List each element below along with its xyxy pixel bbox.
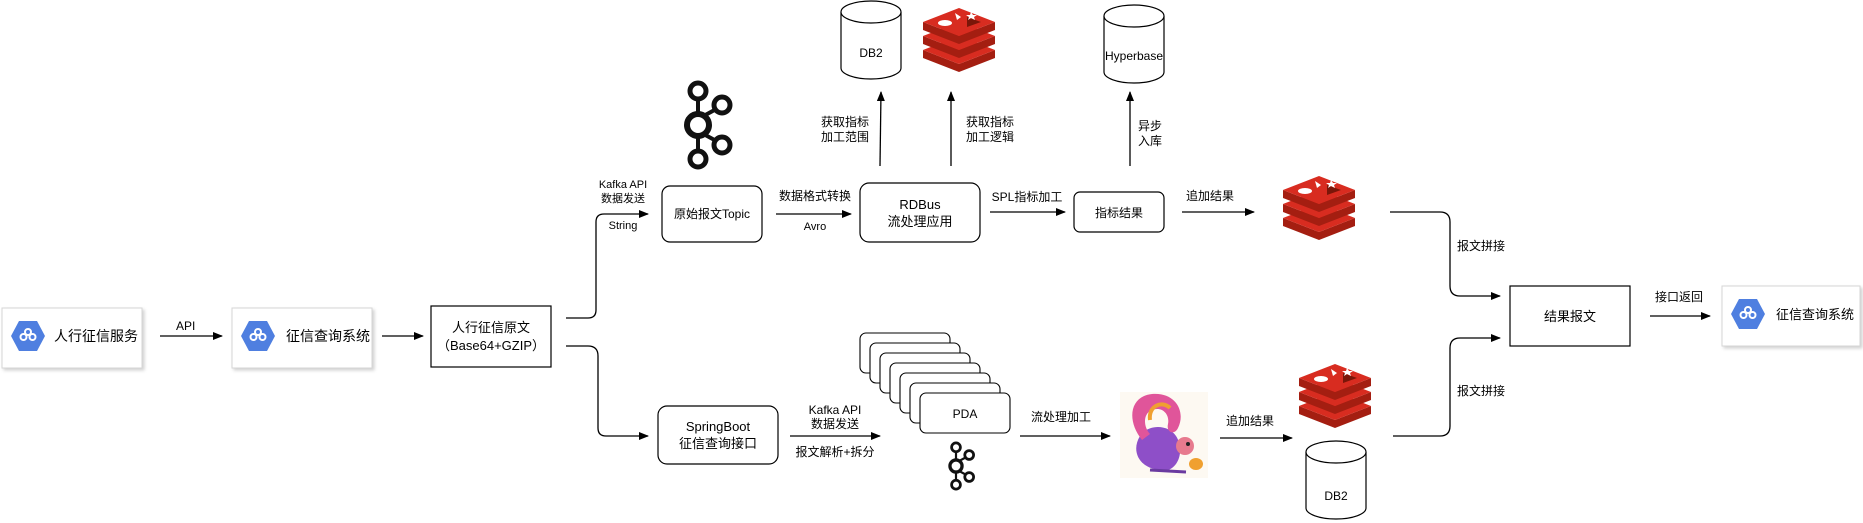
edge-redis-to-result — [1390, 211, 1501, 300]
raw-report-node — [430, 305, 552, 368]
rdbus-line1: RDBus — [899, 197, 941, 212]
springboot-line1: SpringBoot — [686, 419, 751, 434]
edge-report-concat-top-label: 报文拼接 — [1457, 238, 1505, 253]
database-cylinder-icon — [1305, 440, 1367, 520]
result-report-node — [1509, 285, 1631, 347]
pda-label: PDA — [953, 407, 978, 421]
result-report-label: 结果报文 — [1544, 309, 1596, 324]
rdbus-line2: 流处理应用 — [887, 214, 952, 229]
raw-report-line2: （Base64+GZIP） — [437, 338, 545, 353]
raw-topic-node — [661, 185, 763, 243]
edge-string-label: String — [609, 220, 638, 232]
edge-api-label: API — [176, 319, 195, 333]
edge-async-line2: 入库 — [1138, 133, 1162, 148]
flink-squirrel-icon — [1120, 392, 1208, 478]
credit-query-system-label: 征信查询系统 — [286, 328, 370, 344]
edge-bottom-to-result — [1393, 334, 1501, 437]
database-cylinder-icon — [1103, 4, 1165, 84]
redis-icon — [1299, 364, 1371, 428]
edge-fetch-logic-line2: 加工逻辑 — [966, 130, 1014, 144]
edge-report-concat-bottom-label: 报文拼接 — [1457, 383, 1505, 398]
kafka-icon — [687, 83, 730, 167]
edge-interface-return-label: 接口返回 — [1655, 289, 1703, 304]
raw-topic-label: 原始报文Topic — [674, 206, 750, 221]
edge-fetch-logic-line1: 获取指标 — [966, 114, 1014, 129]
edge-to-springboot — [566, 345, 649, 440]
edge-spl-label: SPL指标加工 — [992, 189, 1063, 204]
edge-append-result-bottom-label: 追加结果 — [1226, 413, 1274, 428]
edge-parse-split-label: 报文解析+拆分 — [795, 444, 874, 459]
edge-stream-process-label: 流处理加工 — [1031, 410, 1091, 424]
edge-to-db2-top — [876, 91, 885, 167]
raw-report-line1: 人行征信原文 — [452, 320, 530, 335]
edge-kafka-api-line2: 数据发送 — [601, 191, 645, 205]
rdbus-node — [859, 182, 981, 243]
edge-avro-label: Avro — [804, 221, 826, 233]
edge-async-line1: 异步 — [1138, 119, 1162, 133]
kafka-icon — [948, 441, 976, 491]
edge-kafka-api-line1: Kafka API — [599, 179, 647, 191]
pboc-service-label: 人行征信服务 — [54, 328, 138, 344]
redis-icon — [1283, 176, 1355, 240]
edge-kafka-api-bottom-line1: Kafka API — [809, 403, 862, 417]
edge-append-result-top-label: 追加结果 — [1186, 188, 1234, 203]
redis-icon — [923, 8, 995, 72]
springboot-line2: 征信查询接口 — [679, 436, 757, 451]
credit-query-system-out-label: 征信查询系统 — [1776, 307, 1854, 322]
edge-to-raw-topic — [566, 210, 649, 319]
pda-stack — [859, 332, 1011, 434]
db2-bottom-label: DB2 — [1324, 489, 1348, 503]
indicator-result-node — [1073, 191, 1165, 233]
edge-fetch-range-line1: 获取指标 — [821, 114, 869, 129]
indicator-result-label: 指标结果 — [1095, 205, 1143, 220]
hyperbase-label: Hyperbase — [1105, 49, 1163, 63]
edge-kafka-api-bottom-line2: 数据发送 — [811, 416, 859, 431]
db2-top-label: DB2 — [859, 46, 883, 60]
edge-fetch-range-line2: 加工范围 — [821, 130, 869, 144]
edge-format-convert-label: 数据格式转换 — [779, 188, 851, 203]
springboot-node — [657, 405, 779, 465]
database-cylinder-icon — [840, 0, 902, 80]
